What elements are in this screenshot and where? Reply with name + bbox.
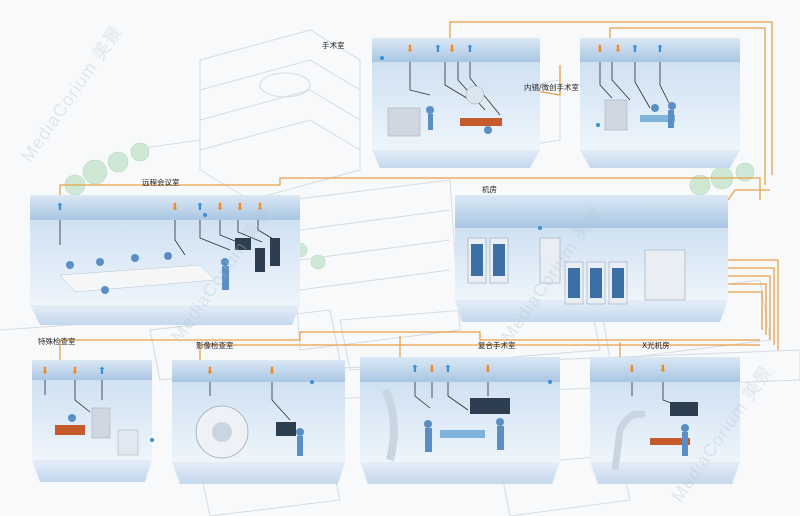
- svg-text:⬇: ⬇: [428, 364, 436, 375]
- svg-text:⬆: ⬆: [444, 364, 452, 375]
- room-xray: [590, 357, 740, 484]
- label-hybrid-or: 复合手术室: [478, 341, 516, 350]
- network-cables: [59, 21, 779, 360]
- svg-text:⬆: ⬆: [56, 202, 64, 213]
- svg-text:⬆: ⬆: [656, 44, 664, 55]
- label-conference-room: 远程会议室: [142, 178, 180, 187]
- label-server-room: 机房: [482, 185, 497, 194]
- svg-text:⬇: ⬇: [659, 364, 667, 375]
- svg-text:⬇: ⬇: [171, 202, 179, 213]
- room-hybrid-or: [360, 357, 560, 484]
- svg-text:⬇: ⬇: [71, 366, 79, 377]
- svg-text:⬇: ⬇: [206, 366, 214, 377]
- label-special-exam-room: 特殊检查室: [38, 337, 76, 346]
- label-minimally-invasive-room: 内镜/微创手术室: [524, 83, 580, 92]
- svg-text:⬆: ⬆: [434, 44, 442, 55]
- svg-text:⬇: ⬇: [628, 364, 636, 375]
- label-imaging-room: 影像检查室: [196, 341, 234, 350]
- room-surgical: [372, 38, 540, 168]
- svg-text:⬇: ⬇: [406, 44, 414, 55]
- svg-text:⬇: ⬇: [614, 44, 622, 55]
- label-surgical-room: 手术室: [322, 41, 345, 50]
- svg-text:⬆: ⬆: [411, 364, 419, 375]
- svg-text:⬇: ⬇: [268, 366, 276, 377]
- room-minimally-invasive: [580, 38, 740, 168]
- svg-text:⬆: ⬆: [196, 202, 204, 213]
- room-special-exam: [32, 360, 152, 482]
- network-drop-arrows: ⬇ ⬆ ⬇ ⬆ ⬇ ⬇ ⬆ ⬆ ⬆ ⬇ ⬆ ⬇ ⬇ ⬇ ⬇ ⬇ ⬆ ⬇ ⬇ ⬆ …: [41, 44, 667, 377]
- svg-text:⬇: ⬇: [236, 202, 244, 213]
- svg-text:⬆: ⬆: [98, 366, 106, 377]
- svg-text:⬇: ⬇: [216, 202, 224, 213]
- svg-text:⬆: ⬆: [466, 44, 474, 55]
- room-conference: [30, 195, 300, 325]
- svg-text:⬇: ⬇: [596, 44, 604, 55]
- room-server: [455, 195, 728, 322]
- svg-text:⬆: ⬆: [631, 44, 639, 55]
- room-imaging: [172, 360, 345, 484]
- svg-text:⬇: ⬇: [484, 364, 492, 375]
- label-xray-room: X光机房: [642, 341, 670, 350]
- svg-text:⬇: ⬇: [41, 366, 49, 377]
- svg-text:⬇: ⬇: [256, 202, 264, 213]
- svg-text:⬇: ⬇: [448, 44, 456, 55]
- access-points: [150, 56, 600, 442]
